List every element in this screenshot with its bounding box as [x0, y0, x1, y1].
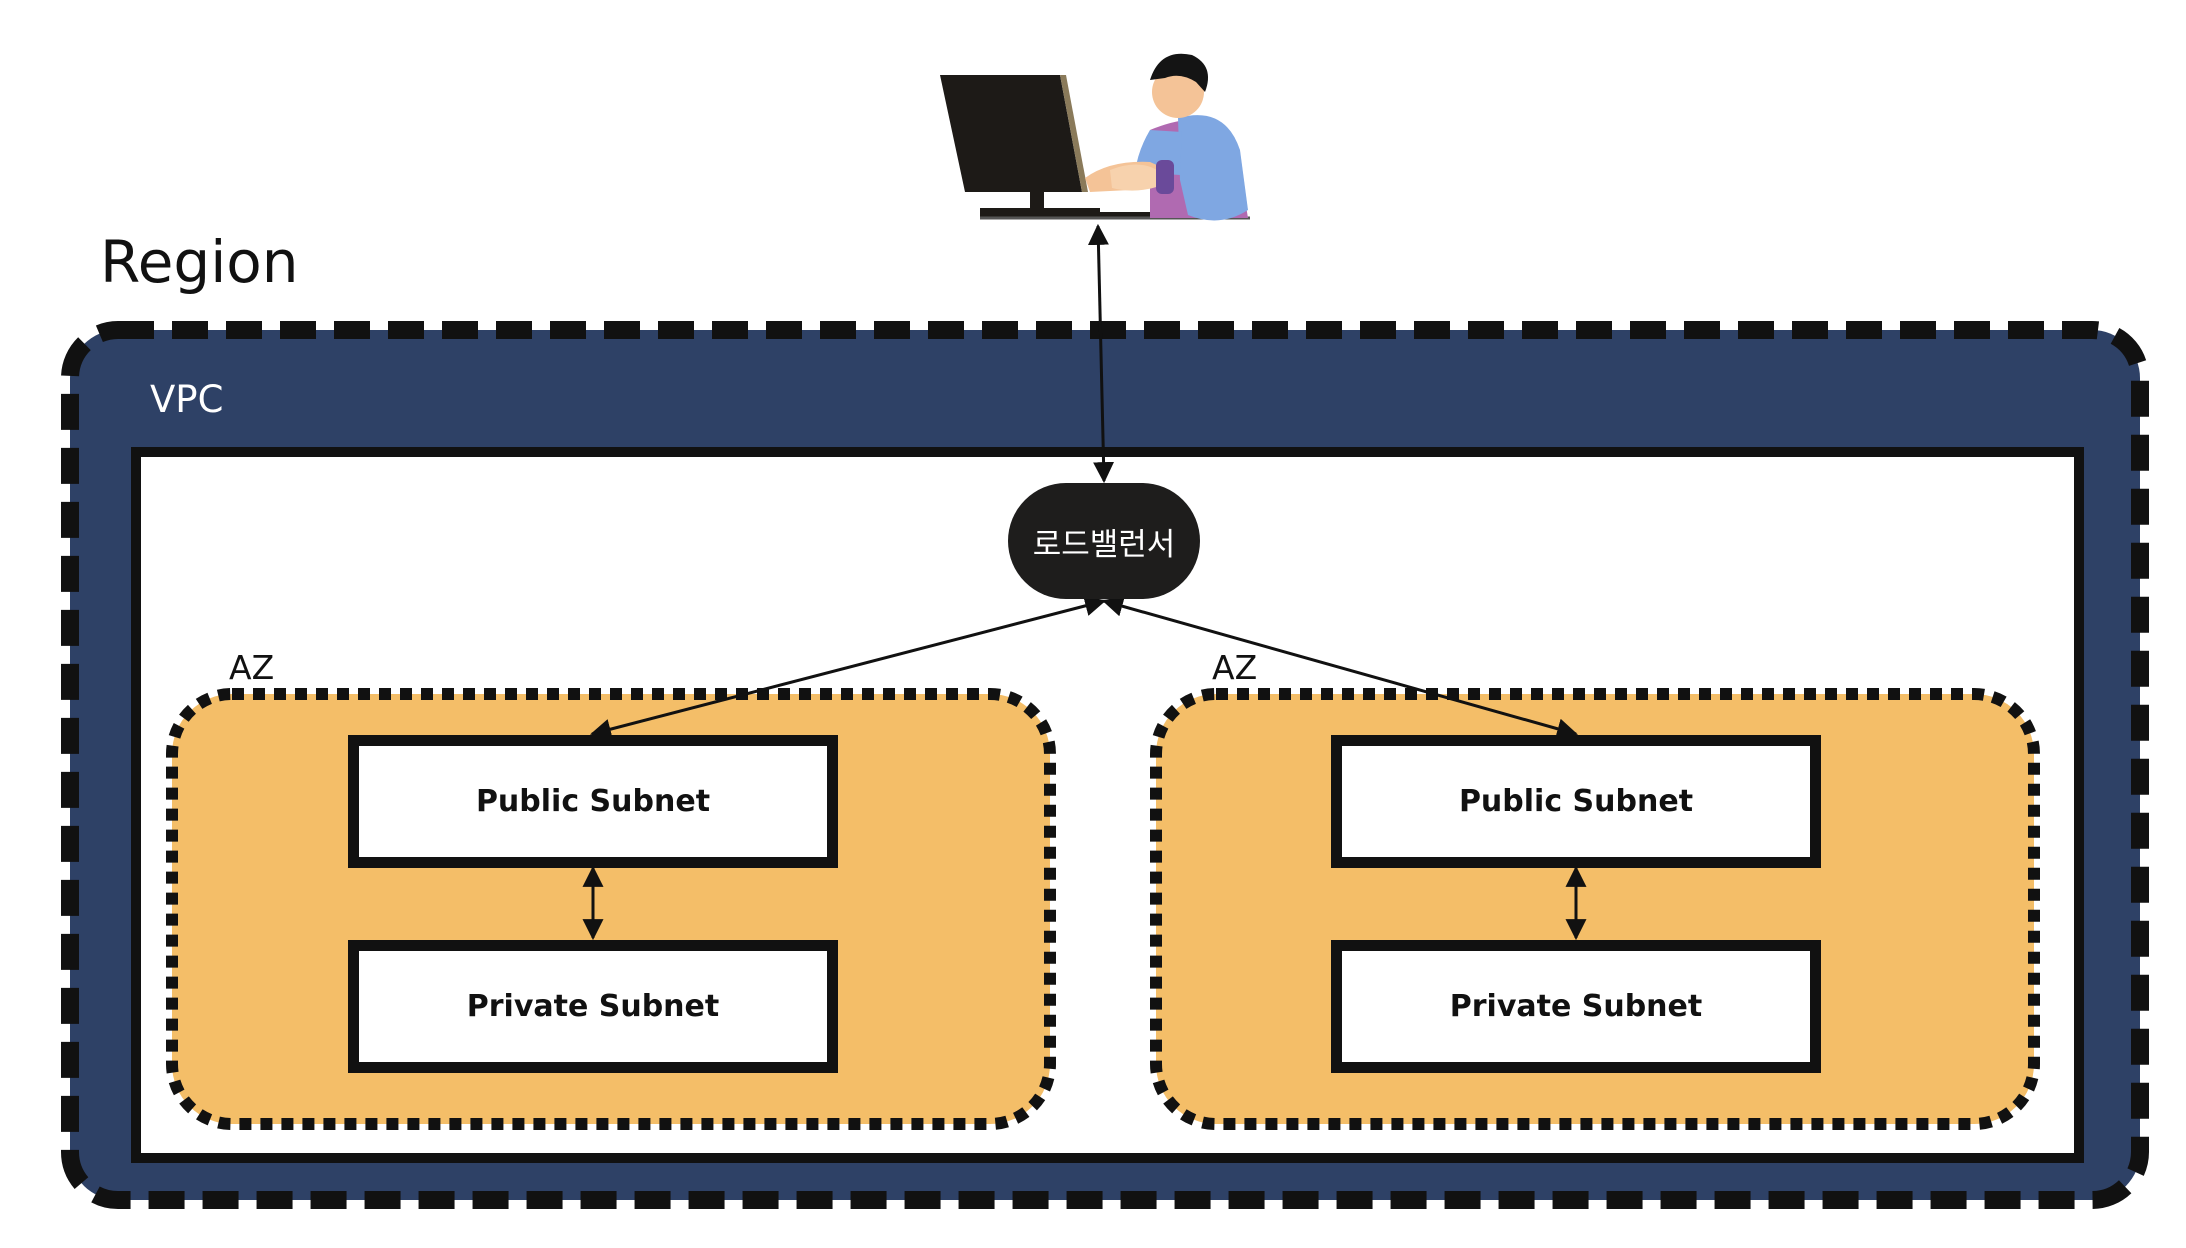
- region-label: Region: [100, 228, 299, 296]
- load-balancer-node[interactable]: 로드밸런서: [1008, 483, 1200, 599]
- private-subnet-left[interactable]: Private Subnet: [348, 940, 838, 1073]
- public-subnet-left[interactable]: Public Subnet: [348, 735, 838, 868]
- vpc-label: VPC: [150, 378, 224, 421]
- user-at-computer-icon: [940, 53, 1250, 221]
- user-lb-arrow: [1087, 223, 1115, 484]
- private-subnet-right[interactable]: Private Subnet: [1331, 940, 1821, 1073]
- public-subnet-right[interactable]: Public Subnet: [1331, 735, 1821, 868]
- lb-az-left-arrow: [589, 595, 1107, 740]
- az-label-left: AZ: [229, 648, 275, 687]
- az-label-right: AZ: [1212, 648, 1258, 687]
- lb-az-right-arrow: [1101, 596, 1579, 739]
